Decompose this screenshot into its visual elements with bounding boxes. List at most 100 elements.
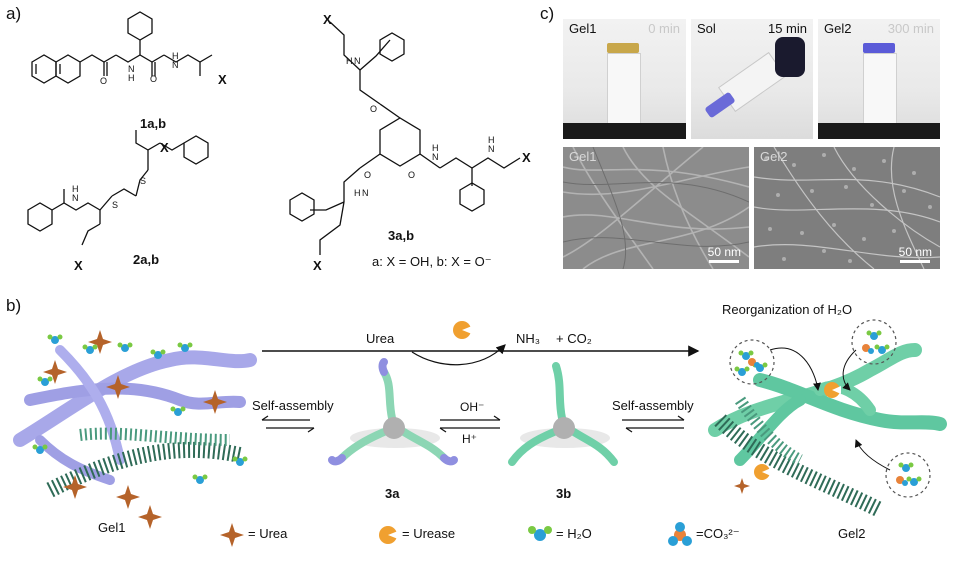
tem-image-gel2: Gel2 50 nm: [754, 147, 940, 269]
benzene-ring-1: [127, 11, 153, 41]
legend-urease: = Urease: [402, 526, 456, 541]
scale-bar: [709, 260, 739, 263]
self-assembly-right-label: Self-assembly: [612, 398, 694, 413]
clustered-water: [734, 330, 922, 486]
urease-legend-icon: [379, 526, 398, 544]
vial-stand: [563, 123, 686, 139]
urea-legend-icon: [220, 523, 244, 547]
urea-label: Urea: [366, 331, 395, 346]
water-particles: [32, 334, 248, 484]
substituent-x-2a: X: [160, 140, 169, 155]
substituent-x-3a: X: [323, 12, 332, 27]
substituent-x-1: X: [218, 72, 227, 87]
vial-photo-gel1: Gel1 0 min: [563, 19, 686, 139]
gel2-fiber-network: [708, 343, 947, 466]
urea-particles: [43, 330, 227, 529]
tem-scale-label: 50 nm: [707, 245, 741, 259]
svg-text:H: H: [432, 143, 439, 153]
legend-water: = H₂O: [556, 526, 592, 541]
vial-cap-gel2: [863, 43, 895, 53]
svg-text:O: O: [408, 170, 415, 180]
self-assembly-left-label: Self-assembly: [252, 398, 334, 413]
substituent-x-2b: X: [74, 258, 83, 273]
svg-text:O: O: [100, 76, 107, 86]
proton-label: H⁺: [462, 432, 477, 446]
svg-text:O: O: [150, 74, 157, 84]
urease-curved-arrow: [411, 344, 506, 366]
svg-text:H: H: [72, 184, 79, 194]
glove-hand: [775, 37, 805, 77]
gel1-label: Gel1: [98, 520, 126, 535]
chemical-structures: NH NH NH SS NH NH NH NH O O O O O: [27, 11, 521, 255]
legend-urea: = Urea: [248, 526, 288, 541]
gel2-label: Gel2: [838, 526, 866, 541]
svg-text:S: S: [112, 200, 118, 210]
tem-image-gel1: Gel1 50 nm: [563, 147, 749, 269]
svg-text:N: N: [72, 193, 79, 203]
tem-title: Gel2: [760, 149, 788, 164]
svg-text:H: H: [172, 51, 179, 61]
co2-label: + CO₂: [556, 331, 592, 346]
naphthalene-ring-2: [55, 54, 81, 84]
svg-text:N: N: [488, 144, 495, 154]
photo-time: 300 min: [887, 21, 934, 36]
svg-text:N: N: [172, 60, 179, 70]
panel-label-b: b): [6, 296, 22, 315]
benzene-ring-2: [27, 202, 53, 232]
tem-fibers: [754, 147, 940, 269]
svg-text:N: N: [362, 188, 369, 198]
molecule-3a-label: 3a: [385, 486, 400, 501]
benzene-ring-4: [379, 32, 405, 62]
hydroxide-label: OH⁻: [460, 400, 485, 414]
panel-label-c: c): [540, 4, 555, 23]
svg-text:N: N: [432, 152, 439, 162]
benzene-ring-3: [183, 135, 209, 165]
gel2-bundle: [714, 396, 884, 518]
substituent-x-3b: X: [522, 150, 531, 165]
svg-text:O: O: [370, 104, 377, 114]
photo-title: Gel1: [569, 21, 597, 36]
compound-label-1: 1a,b: [140, 116, 167, 131]
tem-fibers: [563, 147, 749, 269]
nh3-label: NH₃: [516, 331, 541, 346]
vial-body: [863, 53, 897, 127]
photo-time: 15 min: [767, 21, 807, 36]
photo-title: Gel2: [824, 21, 852, 36]
compound-label-3: 3a,b: [388, 228, 415, 243]
svg-text:N: N: [354, 56, 361, 66]
vial-body: [607, 53, 641, 127]
benzene-ring-6: [459, 182, 485, 212]
vial-photo-sol: Sol 15 min: [691, 19, 813, 139]
panel-label-a: a): [6, 4, 22, 23]
svg-text:O: O: [364, 170, 371, 180]
urease-icon: [453, 321, 472, 339]
reorganization-label: Reorganization of H₂O: [722, 302, 853, 317]
schematic-panel-b: [13, 319, 947, 547]
water-clusters: [729, 319, 931, 498]
x-definition: a: X = OH, b: X = O⁻: [372, 254, 492, 269]
molecule-3b: [508, 362, 618, 466]
cyclohexane-ring: [379, 117, 421, 167]
substituent-x-3c: X: [313, 258, 322, 273]
tem-scale-label: 50 nm: [898, 245, 932, 259]
photo-title: Sol: [697, 21, 716, 36]
water-legend-icon: [528, 526, 552, 541]
svg-text:S: S: [140, 176, 146, 186]
svg-text:N: N: [128, 64, 135, 74]
vial-cap-gel: [607, 43, 639, 53]
svg-text:H: H: [346, 56, 353, 66]
vial-photo-gel2: Gel2 300 min: [818, 19, 940, 139]
gel1-bundle: [46, 427, 242, 498]
compound-label-2: 2a,b: [133, 252, 160, 267]
legend-carbonate: =CO₃²⁻: [696, 526, 740, 541]
benzene-ring-5: [289, 192, 315, 222]
scale-bar: [900, 260, 930, 263]
vial-stand: [818, 123, 940, 139]
svg-text:H: H: [488, 135, 495, 145]
svg-text:H: H: [128, 73, 135, 83]
molecule-3a: [328, 358, 458, 466]
molecule-3b-label: 3b: [556, 486, 572, 501]
carbonate-legend-icon: [668, 522, 692, 546]
photo-time: 0 min: [648, 21, 680, 36]
svg-text:H: H: [354, 188, 361, 198]
